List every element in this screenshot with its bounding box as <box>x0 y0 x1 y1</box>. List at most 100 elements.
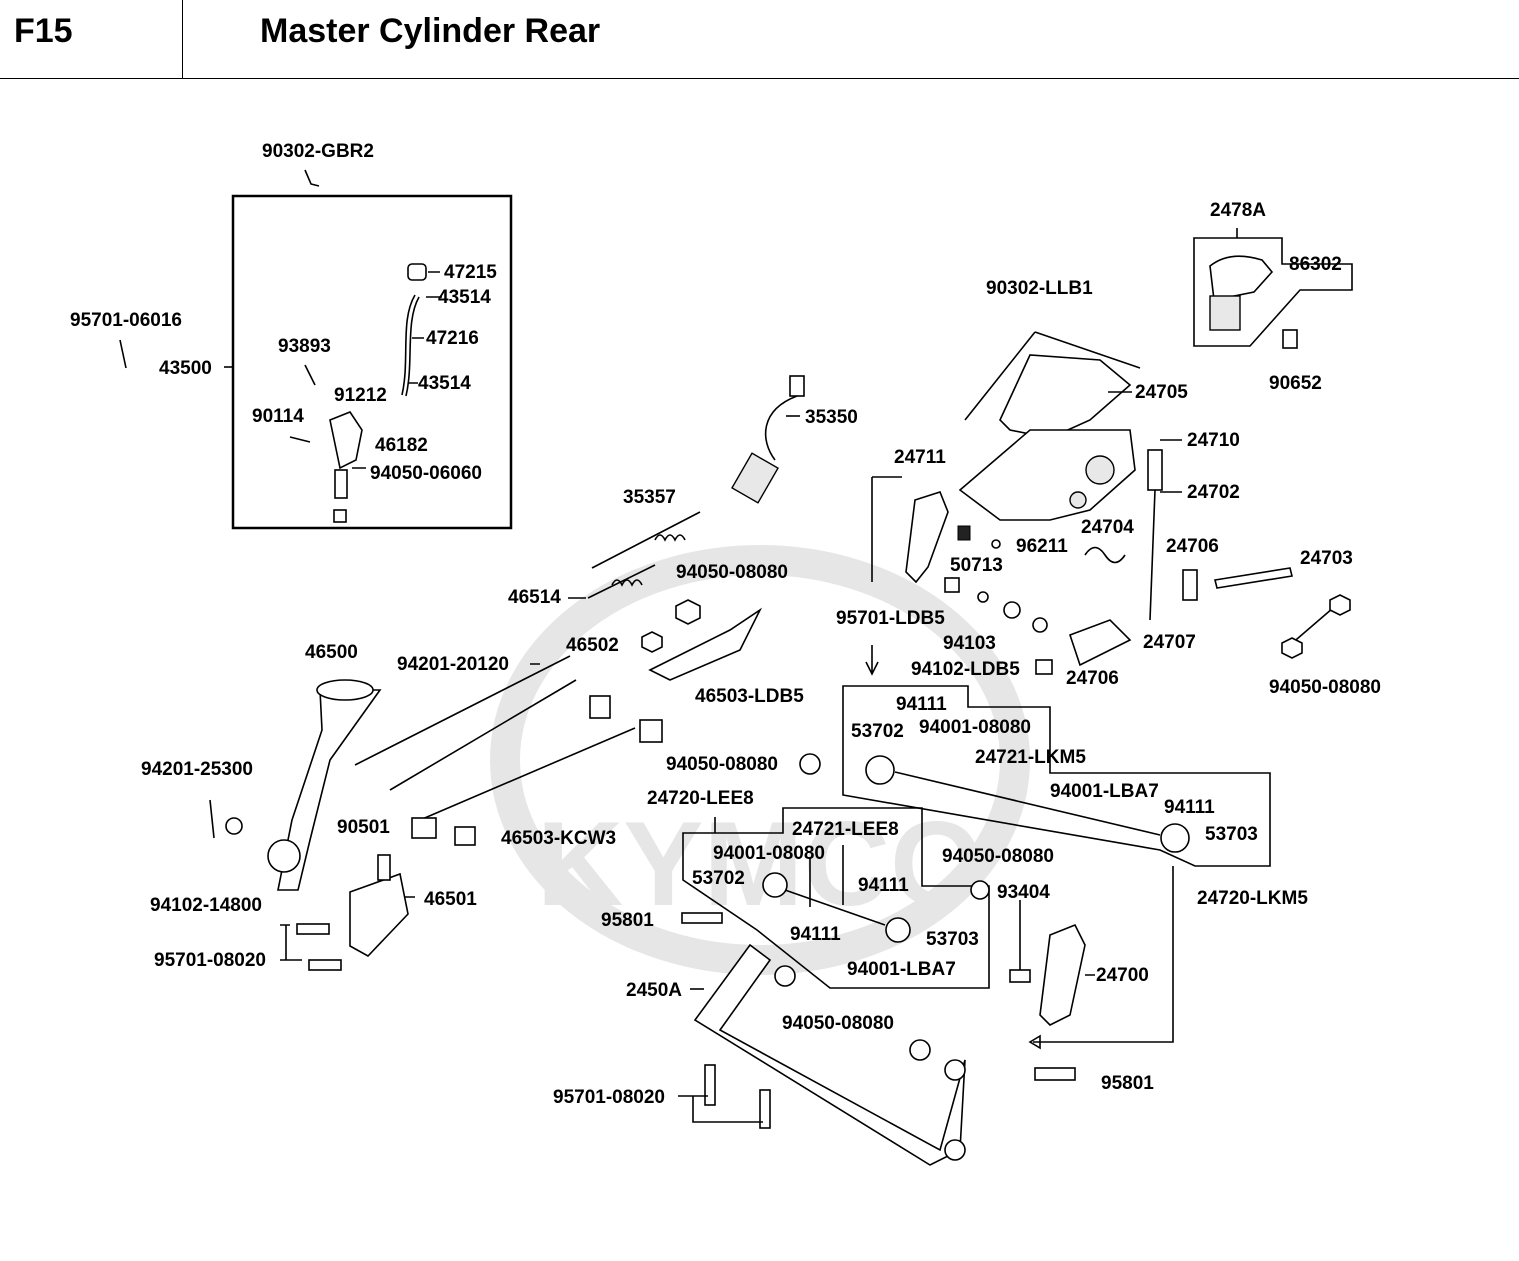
header-rule <box>0 78 1519 79</box>
bolt-95801-b <box>1034 1067 1076 1081</box>
washer-94103 <box>977 591 989 603</box>
label-43514-b: 43514 <box>418 373 471 394</box>
watermark-text: KYMCO <box>537 797 984 931</box>
label-35357: 35357 <box>623 487 676 508</box>
brake-arm-group <box>678 943 966 1166</box>
label-24721-lee8: 24721-LEE8 <box>792 819 899 840</box>
washer-94102-ldb5 <box>1003 601 1021 619</box>
label-2478a: 2478A <box>1210 200 1266 221</box>
label-24704: 24704 <box>1081 517 1134 538</box>
bolt-95701-08020-c <box>704 1064 716 1106</box>
label-94201-20120: 94201-20120 <box>397 654 509 675</box>
master-cylinder-46501 <box>349 872 409 957</box>
spring-50713 <box>957 525 971 541</box>
caliper-bracket-group <box>865 331 1351 676</box>
nut-extra <box>641 631 663 653</box>
label-94050-08080-b: 94050-08080 <box>666 754 778 775</box>
cover-24705 <box>999 354 1132 439</box>
spring-24704 <box>1084 546 1126 564</box>
label-53702-b: 53702 <box>851 721 904 742</box>
lever-24711 <box>905 491 949 584</box>
label-2450a: 2450A <box>626 980 682 1001</box>
label-24705: 24705 <box>1135 382 1188 403</box>
nut-94050-08080-c <box>774 965 796 987</box>
label-95701-08020-a: 95701-08020 <box>154 950 266 971</box>
nut-94050-08080-e2 <box>909 1039 931 1061</box>
label-53702-a: 53702 <box>692 868 745 889</box>
bolt-line-llb1 <box>964 331 1036 421</box>
nut-94050-08080-a <box>675 599 701 625</box>
ball-joint-53703-a <box>885 917 911 943</box>
bushing-24706-a <box>1182 569 1198 601</box>
label-94111-a: 94111 <box>858 875 909 896</box>
label-24721-lkm5: 24721-LKM5 <box>975 747 1086 768</box>
label-94001-lba7-b: 94001-LBA7 <box>1050 781 1159 802</box>
label-94050-06060: 94050-06060 <box>370 463 482 484</box>
bolt-93893 <box>304 364 316 386</box>
label-86302: 86302 <box>1289 254 1342 275</box>
brake-rod-90501 <box>389 679 577 791</box>
label-47215: 47215 <box>444 262 497 283</box>
bolt-93404 <box>1009 969 1031 983</box>
rod-bracket <box>639 719 663 743</box>
label-24702: 24702 <box>1187 482 1240 503</box>
handle-grip-86302 <box>1209 255 1274 301</box>
label-95801-b: 95801 <box>1101 1073 1154 1094</box>
label-53703-a: 53703 <box>926 929 979 950</box>
label-46182: 46182 <box>375 435 428 456</box>
label-90114: 90114 <box>252 406 304 427</box>
link-rod-lkm5-group <box>842 685 1271 1081</box>
handle-body <box>1209 295 1241 331</box>
label-24706-b: 24706 <box>1066 668 1119 689</box>
label-94050-08080-d: 94050-08080 <box>1269 677 1381 698</box>
cylinder-pushrod <box>377 854 391 881</box>
label-91212: 91212 <box>334 385 387 406</box>
pedal-pad <box>316 679 374 701</box>
spring-46514 <box>587 564 656 599</box>
bushing-24706-b <box>1035 659 1053 675</box>
label-35350: 35350 <box>805 407 858 428</box>
label-90302-llb1: 90302-LLB1 <box>986 278 1093 299</box>
lkm5-outline <box>842 685 1271 867</box>
label-94111-c: 94111 <box>896 694 947 715</box>
bolt-95801-a <box>681 912 723 924</box>
brake-switch-group <box>568 375 805 599</box>
bolt-95701-08020-b <box>308 959 342 971</box>
brake-pedal-46500 <box>277 689 382 891</box>
rod-24721-lkm5 <box>894 771 1161 836</box>
bolt-95701-08020-d <box>759 1089 771 1129</box>
bolt-95701-08020-a <box>296 923 330 935</box>
label-46500: 46500 <box>305 642 358 663</box>
label-95701-06016: 95701-06016 <box>70 310 182 331</box>
label-46503-ldb5: 46503-LDB5 <box>695 686 804 707</box>
arm-pivot-top <box>944 1059 966 1081</box>
ball-joint-53703-b <box>1160 823 1190 853</box>
plate-24710 <box>958 429 1136 521</box>
switch-connector <box>789 375 805 397</box>
master-cylinder-body <box>329 411 363 470</box>
figure-code: F15 <box>14 12 73 50</box>
pedal-pivot <box>267 839 301 873</box>
ball-joint-53702-a <box>762 872 788 898</box>
pin-24703 <box>1214 567 1293 589</box>
label-24720-lkm5: 24720-LKM5 <box>1197 888 1308 909</box>
label-90302-gbr2: 90302-GBR2 <box>262 141 374 162</box>
spring-35357 <box>591 511 701 569</box>
nut-94050-08080-e <box>970 880 990 900</box>
brake-rod-46503-kcw3 <box>419 727 636 821</box>
arm-24700 <box>1039 923 1086 1026</box>
brake-arm-2450a <box>693 943 966 1166</box>
master-cylinder-box <box>231 194 513 530</box>
brake-pedal-group <box>209 599 821 971</box>
rod-24702 <box>1147 449 1163 491</box>
label-96211: 96211 <box>1016 536 1068 557</box>
label-24707: 24707 <box>1143 632 1196 653</box>
bolt-95701-ldb5 <box>944 577 960 593</box>
pin-94201-25300 <box>209 799 215 839</box>
label-95701-08020-b: 95701-08020 <box>553 1087 665 1108</box>
label-94102-14800: 94102-14800 <box>150 895 262 916</box>
push-rod <box>334 469 348 499</box>
lee8-outline <box>682 807 990 989</box>
switch-wire <box>764 395 798 461</box>
